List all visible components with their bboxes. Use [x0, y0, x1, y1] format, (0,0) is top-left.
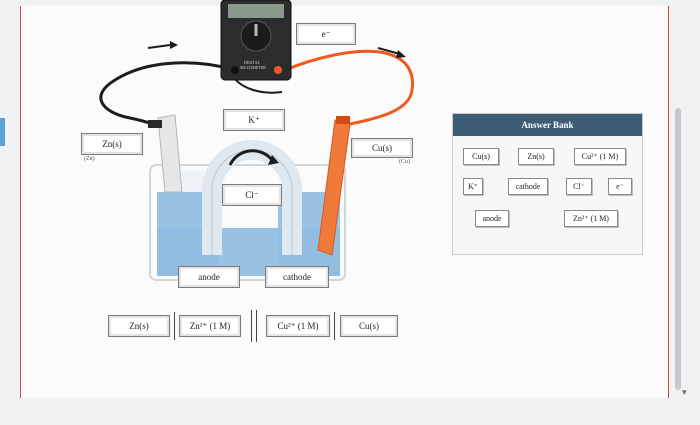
- answer-bank-title: Answer Bank: [453, 114, 642, 136]
- bank-item-zn2-1m[interactable]: Zn²⁺ (1 M): [564, 210, 618, 227]
- bank-item-anode[interactable]: anode: [475, 210, 509, 227]
- answer-bank: Answer Bank Cu(s) Zn(s) Cu²⁺ (1 M) K⁺ ca…: [452, 113, 643, 255]
- left-role-box[interactable]: anode: [178, 266, 240, 288]
- salt-bridge: [202, 140, 302, 255]
- beakers: [149, 164, 346, 281]
- cell-cathode-solid-box[interactable]: Cu(s): [340, 315, 398, 337]
- electrodes: [157, 114, 351, 256]
- right-electrode-caption: (Cu): [399, 159, 410, 165]
- salt-bridge-anion-box[interactable]: Cl⁻: [222, 184, 282, 206]
- bank-item-k-plus[interactable]: K⁺: [463, 178, 483, 195]
- phase-boundary-left: [174, 312, 175, 340]
- cell-anode-solid-box[interactable]: Zn(s): [108, 315, 170, 337]
- salt-bridge-bar-2: [256, 310, 257, 342]
- bank-item-cu-s[interactable]: Cu(s): [463, 148, 499, 165]
- meter-label-line-2: MULTIMETER: [240, 65, 266, 70]
- multimeter: [220, 0, 292, 81]
- scroll-down-icon[interactable]: ▾: [682, 388, 687, 398]
- cell-cathode-ion-box[interactable]: Cu²⁺ (1 M): [266, 315, 330, 337]
- wires: [99, 41, 415, 128]
- bank-item-cl-minus[interactable]: Cl⁻: [566, 178, 592, 195]
- right-role-box[interactable]: cathode: [265, 266, 329, 288]
- vertical-scrollbar[interactable]: [675, 108, 681, 390]
- phase-boundary-right: [334, 312, 335, 340]
- bank-item-cathode[interactable]: cathode: [508, 178, 548, 195]
- bank-item-e-minus[interactable]: e⁻: [608, 178, 632, 195]
- left-edge-tab: [0, 118, 5, 146]
- left-margin-rule: [20, 6, 21, 398]
- left-electrode-box[interactable]: Zn(s): [81, 133, 143, 155]
- salt-bridge-cation-box[interactable]: K⁺: [223, 109, 285, 131]
- meter-label-line-1: DIGITAL: [244, 60, 260, 65]
- cell-anode-ion-box[interactable]: Zn²⁺ (1 M): [179, 315, 241, 337]
- bank-item-cu2-1m[interactable]: Cu²⁺ (1 M): [574, 148, 626, 165]
- electron-flow-box[interactable]: e⁻: [296, 23, 356, 45]
- salt-bridge-bar-1: [251, 310, 252, 342]
- left-electrode-caption: (Zn): [84, 156, 95, 162]
- bank-item-zn-s[interactable]: Zn(s): [518, 148, 554, 165]
- right-electrode-box[interactable]: Cu(s): [351, 138, 413, 158]
- right-margin-rule: [668, 6, 669, 398]
